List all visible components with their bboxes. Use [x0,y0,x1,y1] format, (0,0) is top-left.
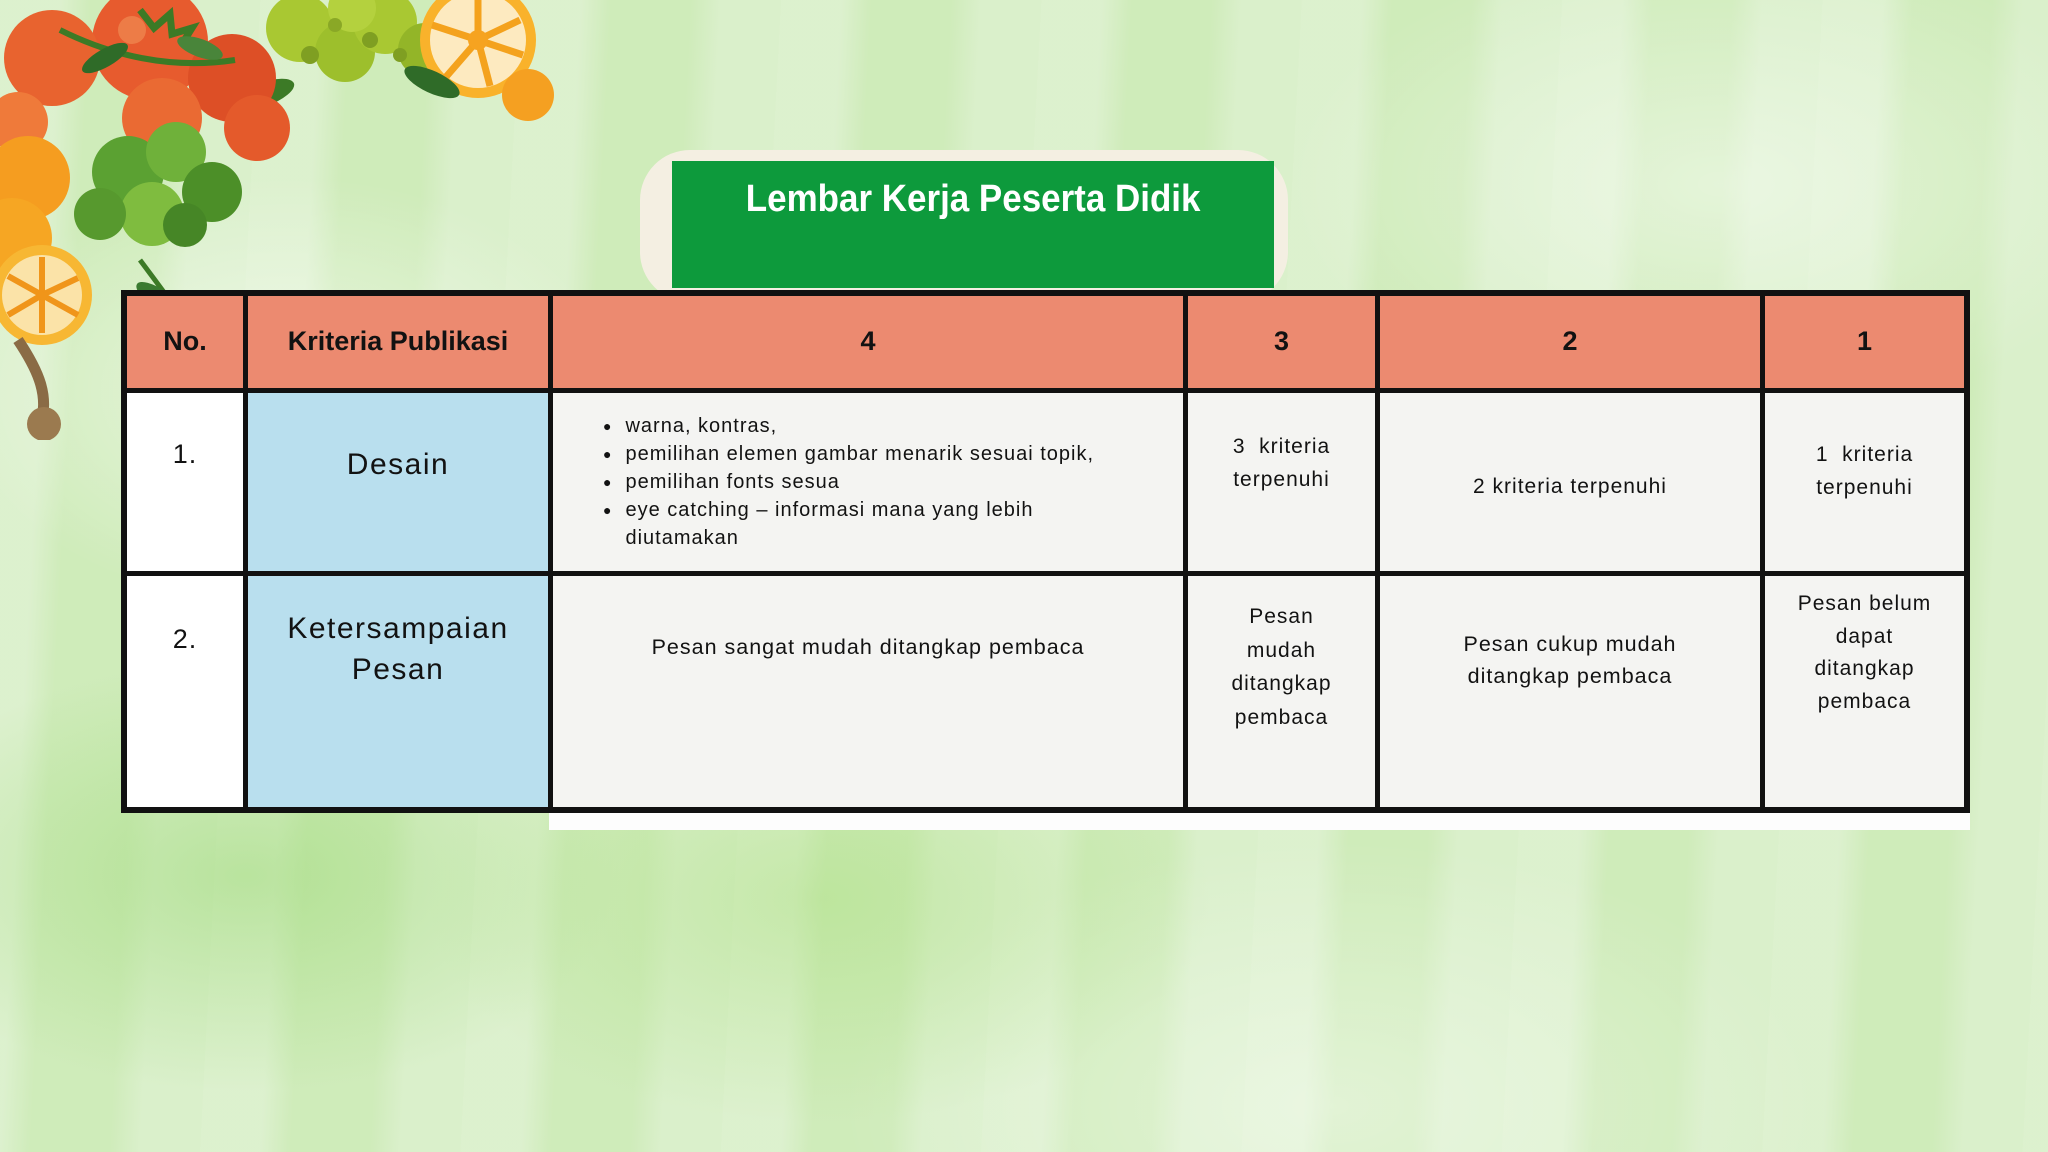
header-no: No. [127,296,243,388]
header-score-1: 1 [1765,296,1964,388]
oranges-icon [0,136,92,345]
bullet-text: pemilihan elemen gambar menarik sesuai t… [625,443,1095,465]
criteria-bullet: ● warna, kontras, [603,412,1103,440]
criteria-bullet: ● pemilihan fonts sesua [603,468,1103,496]
row1-score4-cell: ● warna, kontras, ● pemilihan elemen gam… [553,393,1183,571]
header-score-2: 2 [1380,296,1760,388]
kale-icon [74,122,242,247]
row2-score1: Pesan belum dapat ditangkap pembaca [1765,576,1964,807]
row2-kriteria: Ketersampaian Pesan [248,576,548,807]
criteria-bullet: ● pemilihan elemen gambar menarik sesuai… [603,440,1103,468]
header-kriteria-publikasi: Kriteria Publikasi [248,296,548,388]
row2-score2: Pesan cukup mudah ditangkap pembaca [1380,576,1760,807]
row2-number: 2. [127,576,243,807]
tomatoes-icon [0,0,290,161]
row2-score3: Pesan mudah ditangkap pembaca [1188,576,1375,807]
bullet-text: eye catching – informasi mana yang lebih… [625,499,1034,549]
row1-score1: 1 kriteria terpenuhi [1765,393,1964,571]
row2-score4: Pesan sangat mudah ditangkap pembaca [553,576,1183,807]
table-bottom-strip [549,811,1970,830]
row1-kriteria: Desain [248,393,548,571]
rubric-table: No. Kriteria Publikasi 4 3 2 1 1. Desain… [121,290,1970,813]
page-title: Lembar Kerja Peserta Didik [745,178,1201,220]
bullet-text: pemilihan fonts sesua [625,471,840,493]
orange-slice-icon [420,0,554,121]
bullet-dot-icon: ● [603,474,613,490]
header-score-3: 3 [1188,296,1375,388]
bullet-text: warna, kontras, [625,415,778,437]
bullet-dot-icon: ● [603,418,613,434]
title-banner: Lembar Kerja Peserta Didik [672,161,1274,288]
criteria-bullet-list: ● warna, kontras, ● pemilihan elemen gam… [603,412,1103,552]
bullet-dot-icon: ● [603,502,613,518]
criteria-bullet: ● eye catching – informasi mana yang leb… [603,496,1103,552]
header-score-4: 4 [553,296,1183,388]
row1-score3: 3 kriteria terpenuhi [1188,393,1375,571]
row1-number: 1. [127,393,243,571]
fruits-vegetables-decoration [0,0,554,440]
row1-score2: 2 kriteria terpenuhi [1380,393,1760,571]
bullet-dot-icon: ● [603,446,613,462]
